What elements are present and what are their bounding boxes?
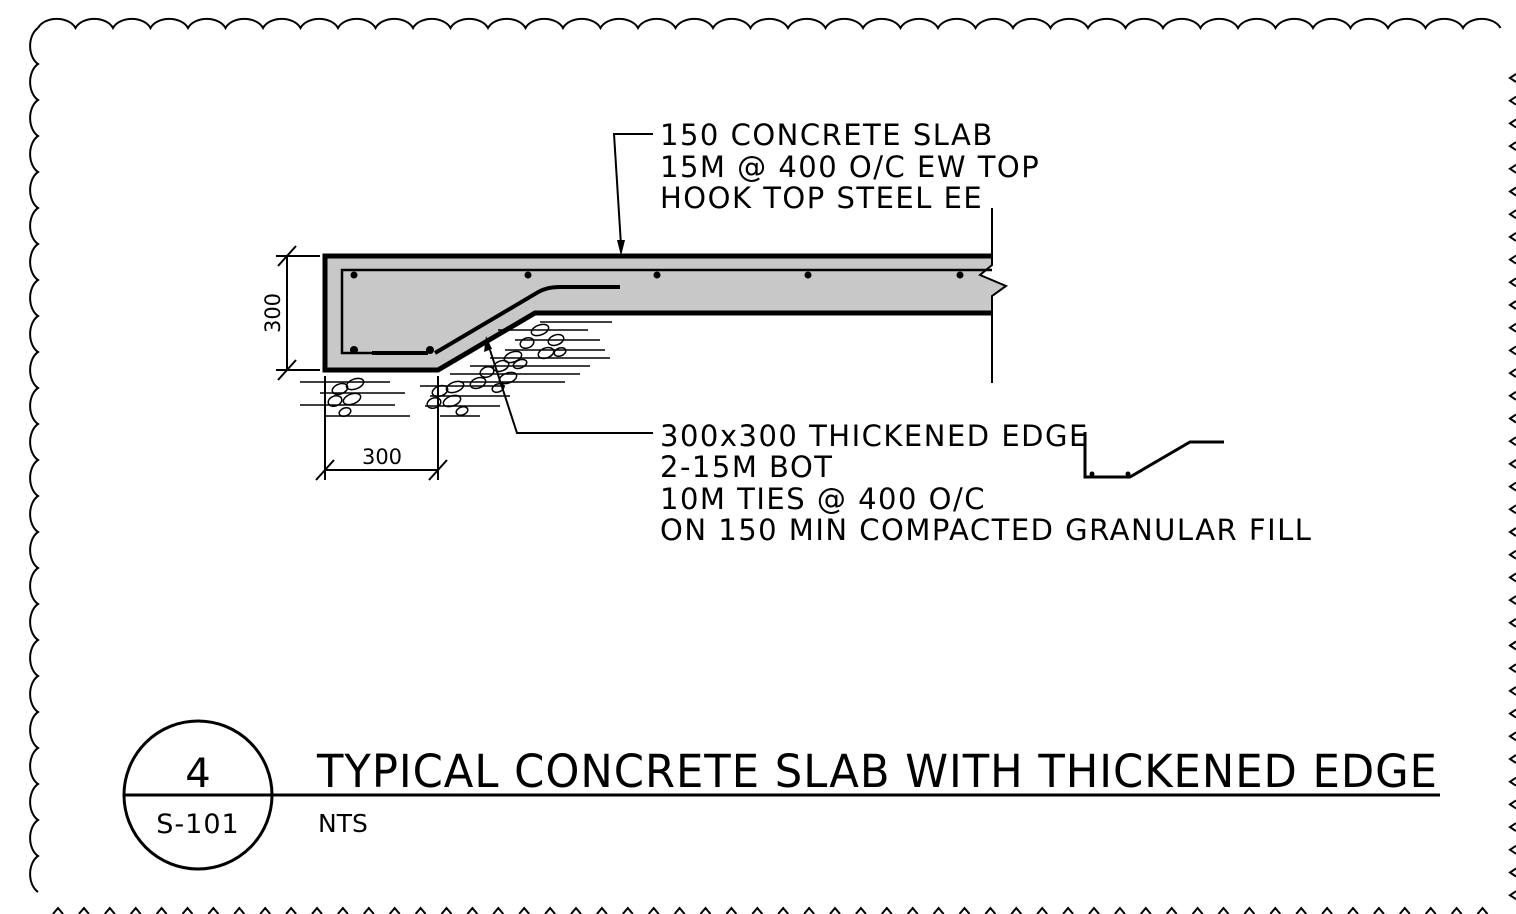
fill-stone bbox=[512, 358, 528, 370]
fill-stone bbox=[445, 380, 465, 394]
rebar-dot bbox=[956, 271, 964, 279]
rebar-dot bbox=[1089, 471, 1095, 477]
granular-fill-hatch bbox=[300, 321, 612, 418]
dimension-tick bbox=[277, 245, 297, 267]
rebar-dot bbox=[524, 271, 532, 279]
revision-cloud-border bbox=[29, 17, 1502, 893]
fill-stone bbox=[503, 350, 523, 364]
leader-slab bbox=[612, 133, 653, 256]
fill-stone bbox=[530, 323, 550, 337]
edge-note-line-4: ON 150 MIN COMPACTED GRANULAR FILL bbox=[660, 513, 1312, 547]
slab-note-line-1: 150 CONCRETE SLAB bbox=[660, 118, 994, 152]
rebar-dot bbox=[804, 271, 812, 279]
dimension-tick bbox=[277, 359, 297, 381]
dimension-tick bbox=[315, 459, 335, 481]
fill-stone bbox=[338, 406, 352, 418]
slab-note-line-3: HOOK TOP STEEL EE bbox=[660, 181, 983, 215]
border-right-ticks bbox=[1508, 73, 1516, 901]
dimension-vertical-label: 300 bbox=[261, 293, 285, 333]
slab-break-line bbox=[978, 208, 1009, 383]
detail-sheet-reference: S-101 bbox=[156, 809, 239, 840]
leader-line bbox=[612, 133, 653, 246]
leader-line bbox=[489, 349, 653, 434]
edge-note-line-3: 10M TIES @ 400 O/C bbox=[660, 482, 986, 516]
dimension-horizontal bbox=[315, 376, 448, 481]
detail-number: 4 bbox=[185, 751, 210, 797]
rebar-dot bbox=[350, 346, 358, 354]
leader-arrowhead bbox=[484, 336, 492, 352]
leader-edge bbox=[484, 336, 653, 434]
rebar-dots bbox=[350, 271, 964, 354]
dimension-vertical bbox=[276, 245, 320, 381]
detail-title: TYPICAL CONCRETE SLAB WITH THICKENED EDG… bbox=[316, 745, 1438, 798]
border-bottom-ticks bbox=[52, 906, 1489, 914]
bottom-rebar-bent bbox=[372, 285, 620, 355]
fill-stone bbox=[537, 346, 555, 360]
edge-note-line-1: 300x300 THICKENED EDGE bbox=[660, 419, 1089, 453]
fill-stone bbox=[455, 405, 469, 417]
slab-outline bbox=[322, 253, 992, 373]
fill-stone bbox=[491, 382, 505, 394]
dimension-horizontal-label: 300 bbox=[362, 445, 402, 469]
rebar-shape-diagram bbox=[1083, 432, 1224, 479]
fill-stone bbox=[469, 376, 487, 390]
fill-stone bbox=[553, 346, 567, 358]
fill-stone bbox=[442, 394, 462, 408]
rebar-shape-line bbox=[1083, 432, 1224, 479]
fill-stone bbox=[426, 396, 442, 410]
fill-stone bbox=[345, 377, 365, 391]
leader-arrowhead bbox=[617, 240, 625, 256]
fill-stone bbox=[331, 382, 349, 396]
rebar-dot bbox=[426, 346, 434, 354]
detail-bubble bbox=[122, 719, 1440, 871]
dimension-tick bbox=[428, 459, 448, 481]
fill-stone bbox=[547, 333, 565, 347]
rebar-dot bbox=[1125, 471, 1131, 477]
detail-scale: NTS bbox=[318, 809, 368, 838]
fill-stone bbox=[479, 365, 495, 379]
rebar-dot bbox=[350, 271, 358, 279]
slab-section bbox=[322, 208, 1009, 383]
edge-note-line-2: 2-15M BOT bbox=[660, 450, 833, 484]
fill-stone bbox=[327, 394, 343, 408]
slab-note-line-2: 15M @ 400 O/C EW TOP bbox=[660, 150, 1040, 184]
rebar-dot bbox=[653, 271, 661, 279]
fill-stone bbox=[519, 336, 535, 350]
fill-stone bbox=[342, 392, 362, 406]
